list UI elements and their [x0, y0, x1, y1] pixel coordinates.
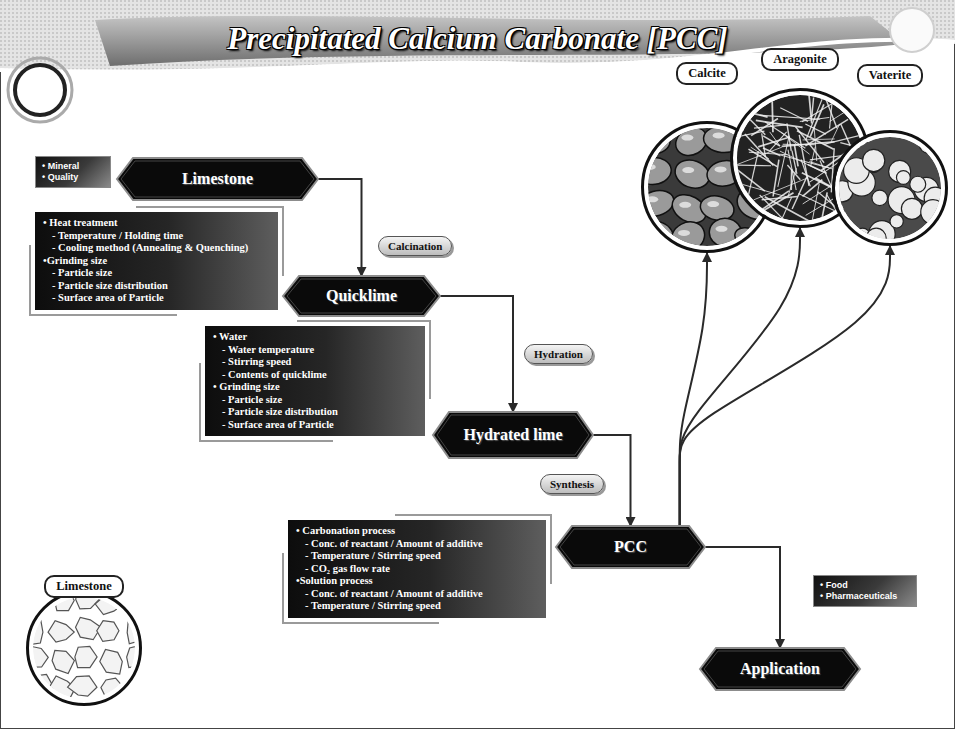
crystal-circle: Limestone [26, 575, 142, 706]
hexagon-outline [556, 526, 705, 568]
label-holder: Application [700, 648, 860, 690]
stage-name: Hydrated lime [463, 426, 562, 444]
flow-arrow [680, 228, 800, 526]
parameter-line: • Water [213, 331, 417, 344]
process-hexagon: PCC [556, 526, 705, 568]
label-holder: Limestone [6, 575, 162, 598]
decor-ring [8, 58, 72, 122]
parameter-line: •Solution process [296, 575, 538, 588]
parameter-line: - Temperature / Stirring speed [296, 600, 538, 613]
step-label: Calcination [378, 236, 452, 256]
parameter-box: • Water- Water temperature- Stirring spe… [205, 326, 425, 436]
parameter-line: - Conc. of reactant / Amount of additive [296, 538, 538, 551]
stage-name: Application [740, 660, 820, 678]
hexagon-inner-line [704, 651, 856, 687]
parameter-line: - Cooling method (Annealing & Quenching) [43, 242, 270, 255]
parameter-line: - Surface area of Particle [43, 292, 270, 305]
circle-outline [28, 592, 141, 705]
parameter-line: - Conc. of reactant / Amount of additive [296, 588, 538, 601]
hexagon-outline [283, 276, 440, 316]
decor-circle [15, 65, 65, 115]
micrograph [24, 587, 150, 706]
parameter-line: •Grinding size [43, 255, 270, 268]
hexagon-inner-line [437, 415, 589, 455]
crystal-circle: Vaterite [832, 64, 948, 246]
hexagon-inner-line [560, 529, 701, 565]
stage-name: PCC [614, 538, 647, 556]
crystal-name: Calcite [676, 62, 737, 85]
label-holder: Quicklime [283, 276, 440, 316]
stage-name: Quicklime [326, 287, 397, 305]
parameter-line: - Temperature / Holding time [43, 230, 270, 243]
hexagon-outline [433, 412, 593, 458]
parameter-line: - Particle size [43, 267, 270, 280]
hexagon-outline [117, 158, 318, 200]
parameter-line: - CO₂ gas flow rate [296, 563, 538, 576]
circle-ring [837, 135, 943, 241]
label-holder: Hydrated lime [433, 412, 593, 458]
parameter-line: - Water temperature [213, 344, 417, 357]
circle-outline [834, 132, 947, 245]
parameter-line: - Particle size distribution [43, 280, 270, 293]
process-hexagon: Quicklime [283, 276, 440, 316]
crystal-name: Limestone [44, 575, 124, 598]
decor-circle [890, 8, 934, 52]
circle-ring [31, 595, 137, 701]
note-line: • Food [820, 580, 910, 591]
parameter-line: • Heat treatment [43, 217, 270, 230]
parameter-line: • Carbonation process [296, 525, 538, 538]
flow-arrow [318, 179, 362, 276]
micrograph [832, 128, 950, 248]
decor-moon [831, 10, 866, 53]
process-hexagon: Application [700, 648, 860, 690]
step-label: Hydration [524, 344, 593, 364]
flow-arrow [680, 246, 890, 526]
parameter-line: - Particle size [213, 394, 417, 407]
hexagon-outline [700, 648, 860, 690]
crystal-name: Vaterite [857, 64, 924, 87]
note-tag: • Food• Pharmaceuticals [813, 575, 917, 607]
label-holder: Vaterite [812, 64, 955, 87]
flow-arrow [680, 253, 707, 526]
flow-arrow [440, 296, 513, 412]
label-holder: PCC [556, 526, 705, 568]
flow-arrow [705, 547, 780, 648]
crystal-name: Aragonite [761, 48, 838, 71]
parameter-line: - Stirring speed [213, 356, 417, 369]
process-hexagon: Hydrated lime [433, 412, 593, 458]
note-tag: • Mineral• Quality [35, 156, 111, 188]
step-label: Synthesis [540, 474, 604, 494]
note-line: • Mineral [42, 161, 104, 172]
note-line: • Pharmaceuticals [820, 591, 910, 602]
parameter-line: • Grinding size [213, 381, 417, 394]
label-holder: Limestone [117, 158, 318, 200]
parameter-line: - Temperature / Stirring speed [296, 550, 538, 563]
stage-name: Limestone [182, 170, 253, 188]
parameter-line: - Surface area of Particle [213, 419, 417, 432]
process-hexagon: Limestone [117, 158, 318, 200]
parameter-line: - Contents of quicklime [213, 369, 417, 382]
hexagon-inner-line [121, 161, 314, 197]
parameter-box: • Heat treatment- Temperature / Holding … [35, 212, 278, 310]
note-line: • Quality [42, 172, 104, 183]
crystal-picture [832, 64, 948, 246]
parameter-line: - Particle size distribution [213, 406, 417, 419]
hexagon-inner-line [287, 279, 436, 313]
banner-texture [0, 0, 955, 71]
parameter-box: • Carbonation process- Conc. of reactant… [288, 520, 546, 618]
